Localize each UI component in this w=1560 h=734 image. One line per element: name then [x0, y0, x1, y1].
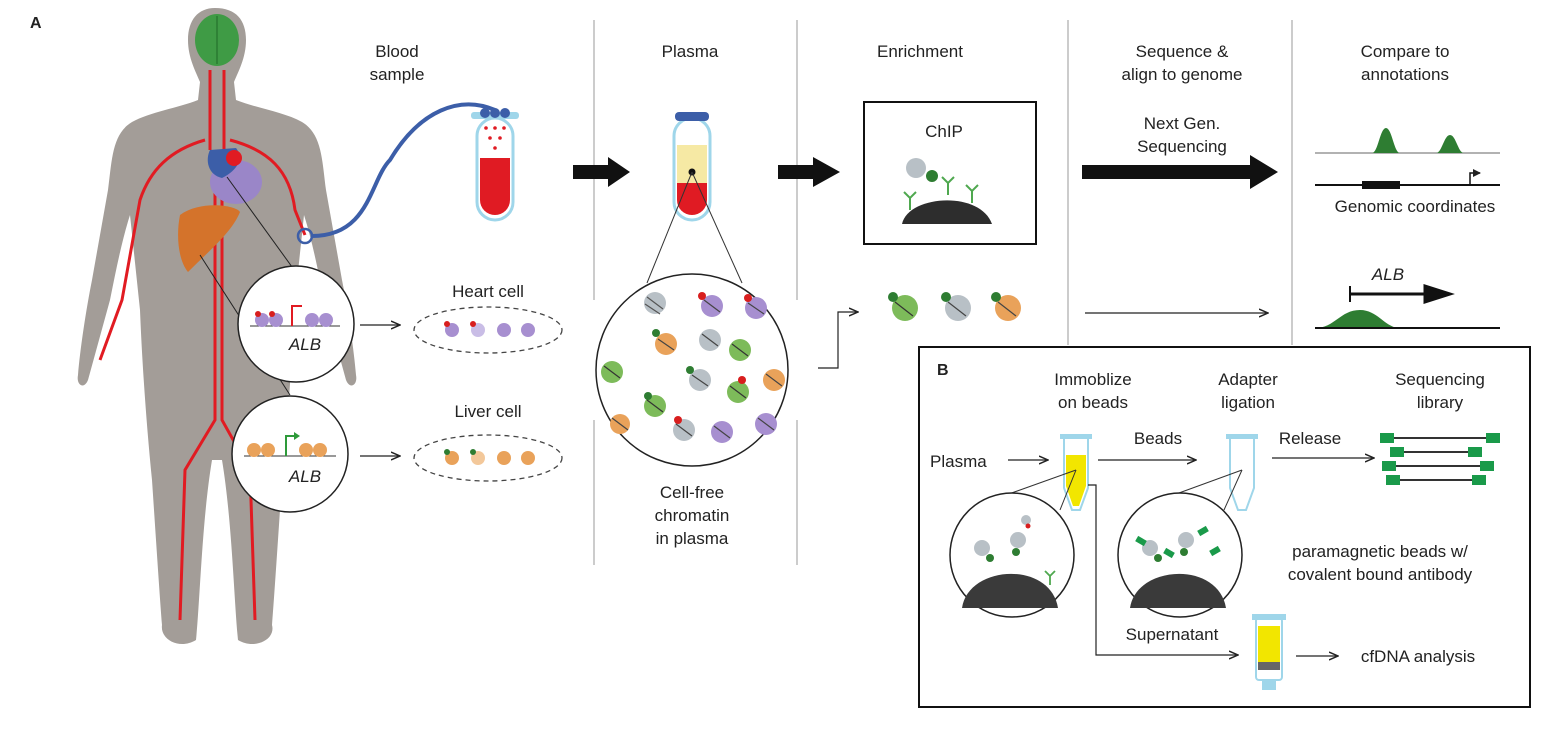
step-label-enrichment: Enrichment: [877, 42, 963, 61]
zoom-line-left: [646, 171, 693, 284]
supernatant-arrow: [1088, 484, 1238, 655]
nucleosome-purple: [698, 292, 723, 317]
panel-b-letter: B: [937, 362, 949, 379]
nucleosome-purple: [711, 421, 733, 443]
bead-zoom-line: [1059, 469, 1077, 511]
step-label-sequence-1: Sequence &: [1136, 42, 1229, 61]
liver-chromatin-zoom: [231, 395, 349, 513]
human-body-illustration: [77, 8, 357, 645]
immobilize-label-2: on beads: [1058, 393, 1128, 412]
chip-box: ChIP: [863, 101, 1037, 245]
heart-cell-outline: [413, 306, 563, 354]
cell-free-label-3: in plasma: [656, 529, 729, 548]
liver-cell-nucleosomes: [444, 449, 535, 465]
beads-note-1: paramagnetic beads w/: [1292, 542, 1468, 561]
nucleosome-grey: [686, 366, 711, 391]
arrow-to-nucleosomes: [818, 312, 858, 369]
nucleosome-grey: [699, 329, 721, 351]
heart-pointer: [226, 176, 301, 279]
bead-zoom-adapter: [1117, 492, 1243, 618]
heart-alb-label: ALB: [288, 335, 321, 354]
nucleosome-green: [888, 292, 918, 321]
blood-tube: [471, 108, 519, 222]
nucleosome-grey: [673, 416, 695, 441]
genomic-coordinates-label: Genomic coordinates: [1335, 197, 1496, 216]
beads-note-2: covalent bound antibody: [1288, 565, 1473, 584]
adapter-zoom-line: [1223, 469, 1243, 511]
step-label-sequence-2: align to genome: [1122, 65, 1243, 84]
bead-tube: [1060, 434, 1092, 511]
library-label-2: library: [1417, 393, 1464, 412]
ngs-label-2: Sequencing: [1137, 137, 1227, 156]
liver-cell-outline: [413, 434, 563, 482]
supernatant-label: Supernatant: [1126, 625, 1219, 644]
step-label-blood-1: Blood: [375, 42, 418, 61]
panel-a-letter: A: [30, 15, 42, 32]
cell-free-chromatin-zoom: [595, 273, 789, 467]
cfdna-label: cfDNA analysis: [1361, 647, 1475, 666]
supernatant-tube: [1252, 614, 1286, 690]
heart-cell-label: Heart cell: [452, 282, 524, 301]
ngs-label-1: Next Gen.: [1144, 114, 1221, 133]
adapter-label-1: Adapter: [1218, 370, 1278, 389]
step-label-plasma: Plasma: [662, 42, 719, 61]
zoom-line-right: [691, 171, 743, 284]
chip-label: ChIP: [925, 122, 963, 141]
beads-label: Beads: [1134, 429, 1182, 448]
column-dividers: [593, 20, 1293, 565]
bead-zoom-immobilized: [949, 492, 1075, 618]
cell-free-label-2: chromatin: [655, 506, 730, 525]
step-label-blood-2: sample: [370, 65, 425, 84]
nucleosome-purple: [755, 413, 777, 435]
enriched-nucleosomes: [888, 292, 1021, 321]
nucleosome-grey: [941, 292, 971, 321]
cell-free-label-1: Cell-free: [660, 483, 724, 502]
library-label-1: Sequencing: [1395, 370, 1485, 389]
step-label-compare-2: annotations: [1361, 65, 1449, 84]
nucleosome-green: [729, 339, 751, 361]
alb-track: [1315, 283, 1500, 329]
nucleosome-grey: [644, 292, 666, 315]
nucleosome-orange: [610, 414, 630, 434]
flow-arrows: [573, 155, 1278, 189]
alb-gene-label: ALB: [1371, 265, 1404, 284]
step-label-compare-1: Compare to: [1361, 42, 1450, 61]
immobilize-label-1: Immoblize: [1054, 370, 1131, 389]
nucleosome-green: [601, 361, 623, 383]
nucleosome-green: [644, 392, 666, 417]
nucleosome-green: [727, 376, 749, 403]
nucleosome-orange: [652, 329, 677, 355]
nucleosome-orange: [763, 369, 785, 391]
blood-draw-tube-line: [311, 102, 496, 238]
sequencing-library-fragments: [1380, 433, 1500, 485]
liver-alb-label: ALB: [288, 467, 321, 486]
heart-chromatin-zoom: [237, 265, 355, 383]
release-label: Release: [1279, 429, 1341, 448]
nucleosome-purple: [744, 294, 767, 319]
adapter-tube: [1226, 434, 1258, 511]
adapter-label-2: ligation: [1221, 393, 1275, 412]
panel-b-plasma-label: Plasma: [930, 452, 987, 471]
heart-cell-nucleosomes: [444, 321, 535, 337]
nucleosome-orange: [991, 292, 1021, 321]
liver-cell-label: Liver cell: [454, 402, 521, 421]
peak-track-top: [1315, 128, 1500, 189]
